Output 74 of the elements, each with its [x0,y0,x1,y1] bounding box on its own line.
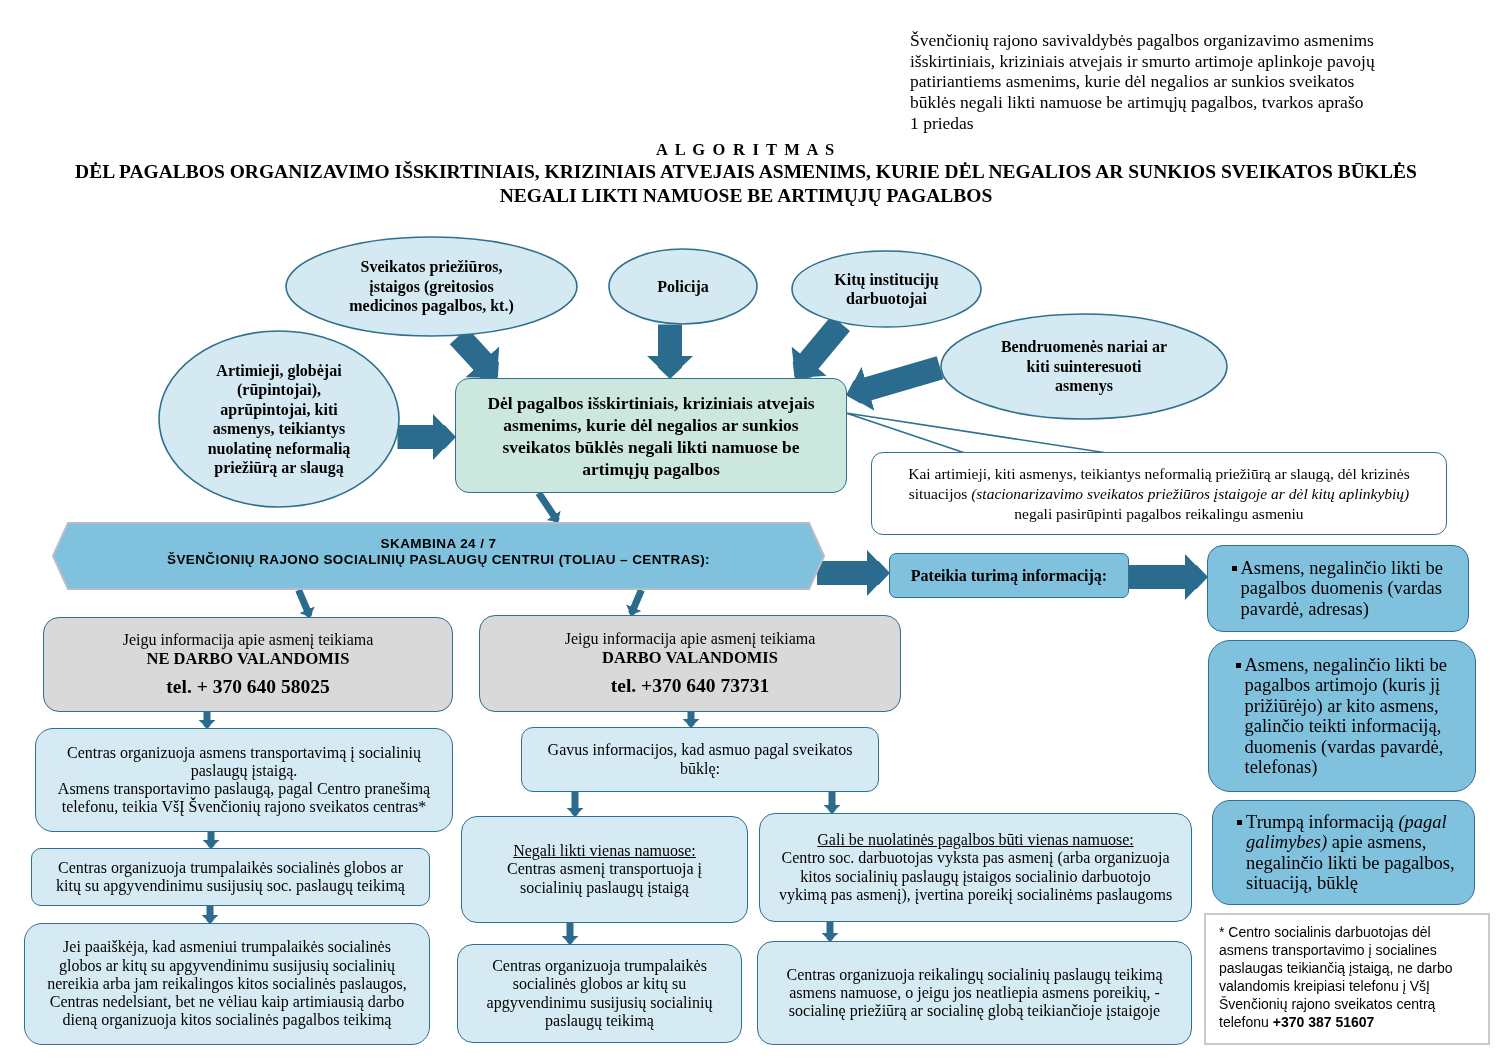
title: A L G O R I T M A S [656,140,836,160]
hours-heading: NE DARBO VALANDOMIS [146,649,350,669]
arrow [821,922,839,941]
block-arrow [817,550,889,596]
step-text: Asmens transportavimo paslaugą, pagal Centro pranešimą telefonu, teikia VšĮ Švenčionių rajono sveikatos centras* [56,780,432,817]
step-box [457,944,742,1043]
source-ellipse [791,250,982,328]
arrow [201,906,219,923]
condition-heading: Negali likti vienas namuose: [513,842,696,861]
step-box [31,848,430,906]
intro-text: Jeigu informacija apie asmenį teikiama [122,630,374,649]
contact-box [43,617,453,712]
block-arrow [846,356,944,411]
info-item-text: Asmens, negalinčio likti be pagalbos artimojo (kuris jį prižiūrėjo) ar kito asmens, galinčio teikti informaciją, duomenis (vardas pavardė, telefonas) [1244,654,1448,778]
appendix-label: 1 priedas [910,113,974,134]
callout-box [871,452,1447,535]
arrow [202,832,220,848]
info-item-text: Asmens, negalinčio likti be pagalbos duomenis (vardas pavardė, adresas) [1240,557,1444,620]
contact-box [479,615,901,712]
step-text: Gavus informacijos, kad asmuo pagal sveikatos būklę: [546,741,854,778]
footnote-text: * Centro socialinis darbuotojas dėl asmens transportavimo į socialines paslaugas teikiančią įstaigą, ne darbo valandomis kreipiasi telefonu į VšĮ Švenčionių rajono sveikatos centrą telefonu +370 387 51607 [1219,923,1454,1031]
arrow [823,792,841,813]
info-box [889,553,1129,598]
banner-text: ŠVENČIONIŲ RAJONO SOCIALINIŲ PASLAUGŲ CENTRUI (TOLIAU – CENTRAS): [167,552,710,568]
source-label: Artimieji, globėjai (rūpintojai), aprūpintojai, kiti asmenys, teikiantys nuolatinę neformalią priežiūrą ar slaugą [206,360,352,478]
call-banner [52,522,825,590]
step-box [461,816,748,923]
source-label: Kitų institucijų darbuotojai [833,269,940,309]
info-item-box [1212,800,1475,905]
arrow [561,923,579,944]
subtitle: DĖL PAGALBOS ORGANIZAVIMO IŠSKIRTINIAIS, KRIZINIAIS ATVEJAIS ASMENIMS, KURIE DĖL NEGALIOS AR SUNKIOS SVEIKATOS BŪKLĖS NEGALI LIKTI NAMUOSE BE ARTIMŲJŲ PAGALBOS [74,160,1418,208]
phone-number: tel. + 370 640 58025 [166,675,330,699]
source-label: Sveikatos priežiūros, įstaigos (greitosios medicinos pagalbos, kt.) [348,257,515,316]
source-ellipse [608,248,758,325]
step-box [35,728,453,832]
step-text: Jei paaiškėja, kad asmeniui trumpalaikės socialinės globos ar kitų su apgyvendinimu susijusių socialinių nereikia arba jam reikalingos kitos socialinės paslaugos, Centras nedelsiant, bet ne vėliau kaip artimiausią darbo dieną organizuoja kitos socialinės pagalbos teikimą [46,938,408,1030]
block-arrow [397,414,455,460]
info-item-box [1208,640,1476,792]
info-item-text: Trumpą informaciją (pagal galimybes) apie asmens, negalinčio likti be pagalbos, situaciją, būklę [1246,811,1456,894]
step-text: Centras organizuoja reikalingų socialinių paslaugų teikimą asmens namuose, o jeigu jos neatliepia asmens poreikių, - socialinę priežiūrą ar socialinę globą teikiančioje įstaigoje [785,965,1164,1021]
step-text: Centras organizuoja asmens transportavimą į socialinių paslaugų įstaigą. [66,743,422,780]
step-text: Centras asmenį transportuoja į socialinių paslaugų įstaigą [505,860,704,897]
step-text: Centras organizuoja trumpalaikės socialinės globos ar kitų su apgyvendinimu susijusių socialinių paslaugų teikimą [485,957,714,1030]
step-text: Centro soc. darbuotojas vyksta pas asmenį (arba organizuoja kitos socialinių paslaugų įstaigos socialinio darbuotojo vykimą pas asmenį), įvertina poreikį socialinėms paslaugoms [777,849,1174,904]
step-box [521,727,879,792]
info-heading: Pateikia turimą informaciją: [910,565,1108,586]
situation-text: Dėl pagalbos išskirtiniais, kriziniais atvejais asmenims, kurie dėl negalios ar sunkios sveikatos būklės negali likti namuose be artimųjų pagalbos [486,391,816,480]
source-ellipse [158,330,400,508]
arrow [682,712,700,727]
intro-text: Jeigu informacija apie asmenį teikiama [564,629,816,648]
arrow [566,792,584,816]
source-label: Bendruomenės nariai ar kiti suinteresuoti asmenys [999,337,1169,396]
step-box [759,813,1192,922]
header-note: Švenčionių rajono savivaldybės pagalbos organizavimo asmenims išskirtiniais, kriziniais atvejais ir smurto artimoje aplinkoje pavojų patiriantiems asmenims, kurie dėl negalios ar sunkios sveikatos būklės negali likti namuose be artimųjų pagalbos, tvarkos aprašo [910,30,1376,113]
condition-heading: Gali be nuolatinės pagalbos būti vienas namuose: [817,831,1134,850]
hours-heading: DARBO VALANDOMIS [602,648,778,668]
situation-box [455,378,847,493]
phone-number: tel. +370 640 73731 [610,674,770,698]
block-arrow [1129,554,1207,600]
step-box [757,941,1192,1045]
source-ellipse [940,313,1228,420]
arrow [198,712,216,728]
arrow [626,588,645,616]
source-ellipse [285,236,578,337]
arrow [295,588,315,618]
step-text: Centras organizuoja trumpalaikės socialinės globos ar kitų su apgyvendinimu susijusių soc. paslaugų teikimą [55,858,406,896]
callout-text: Kai artimieji, kiti asmenys, teikiantys neformalią priežiūrą ar slaugą, dėl krizinės situacijos (stacionarizavimo sveikatos priežiūros įstaigoje ar dėl kitų aplinkybių) negali pasirūpinti pagalbos reikalingu asmeniu [907,463,1411,524]
info-item-box [1207,545,1469,632]
arrow [535,491,561,523]
footnote-box [1204,913,1490,1045]
source-label: Policija [657,276,709,297]
step-box [24,923,430,1045]
banner-heading: SKAMBINA 24 / 7 [380,536,497,552]
block-arrow [647,324,693,378]
